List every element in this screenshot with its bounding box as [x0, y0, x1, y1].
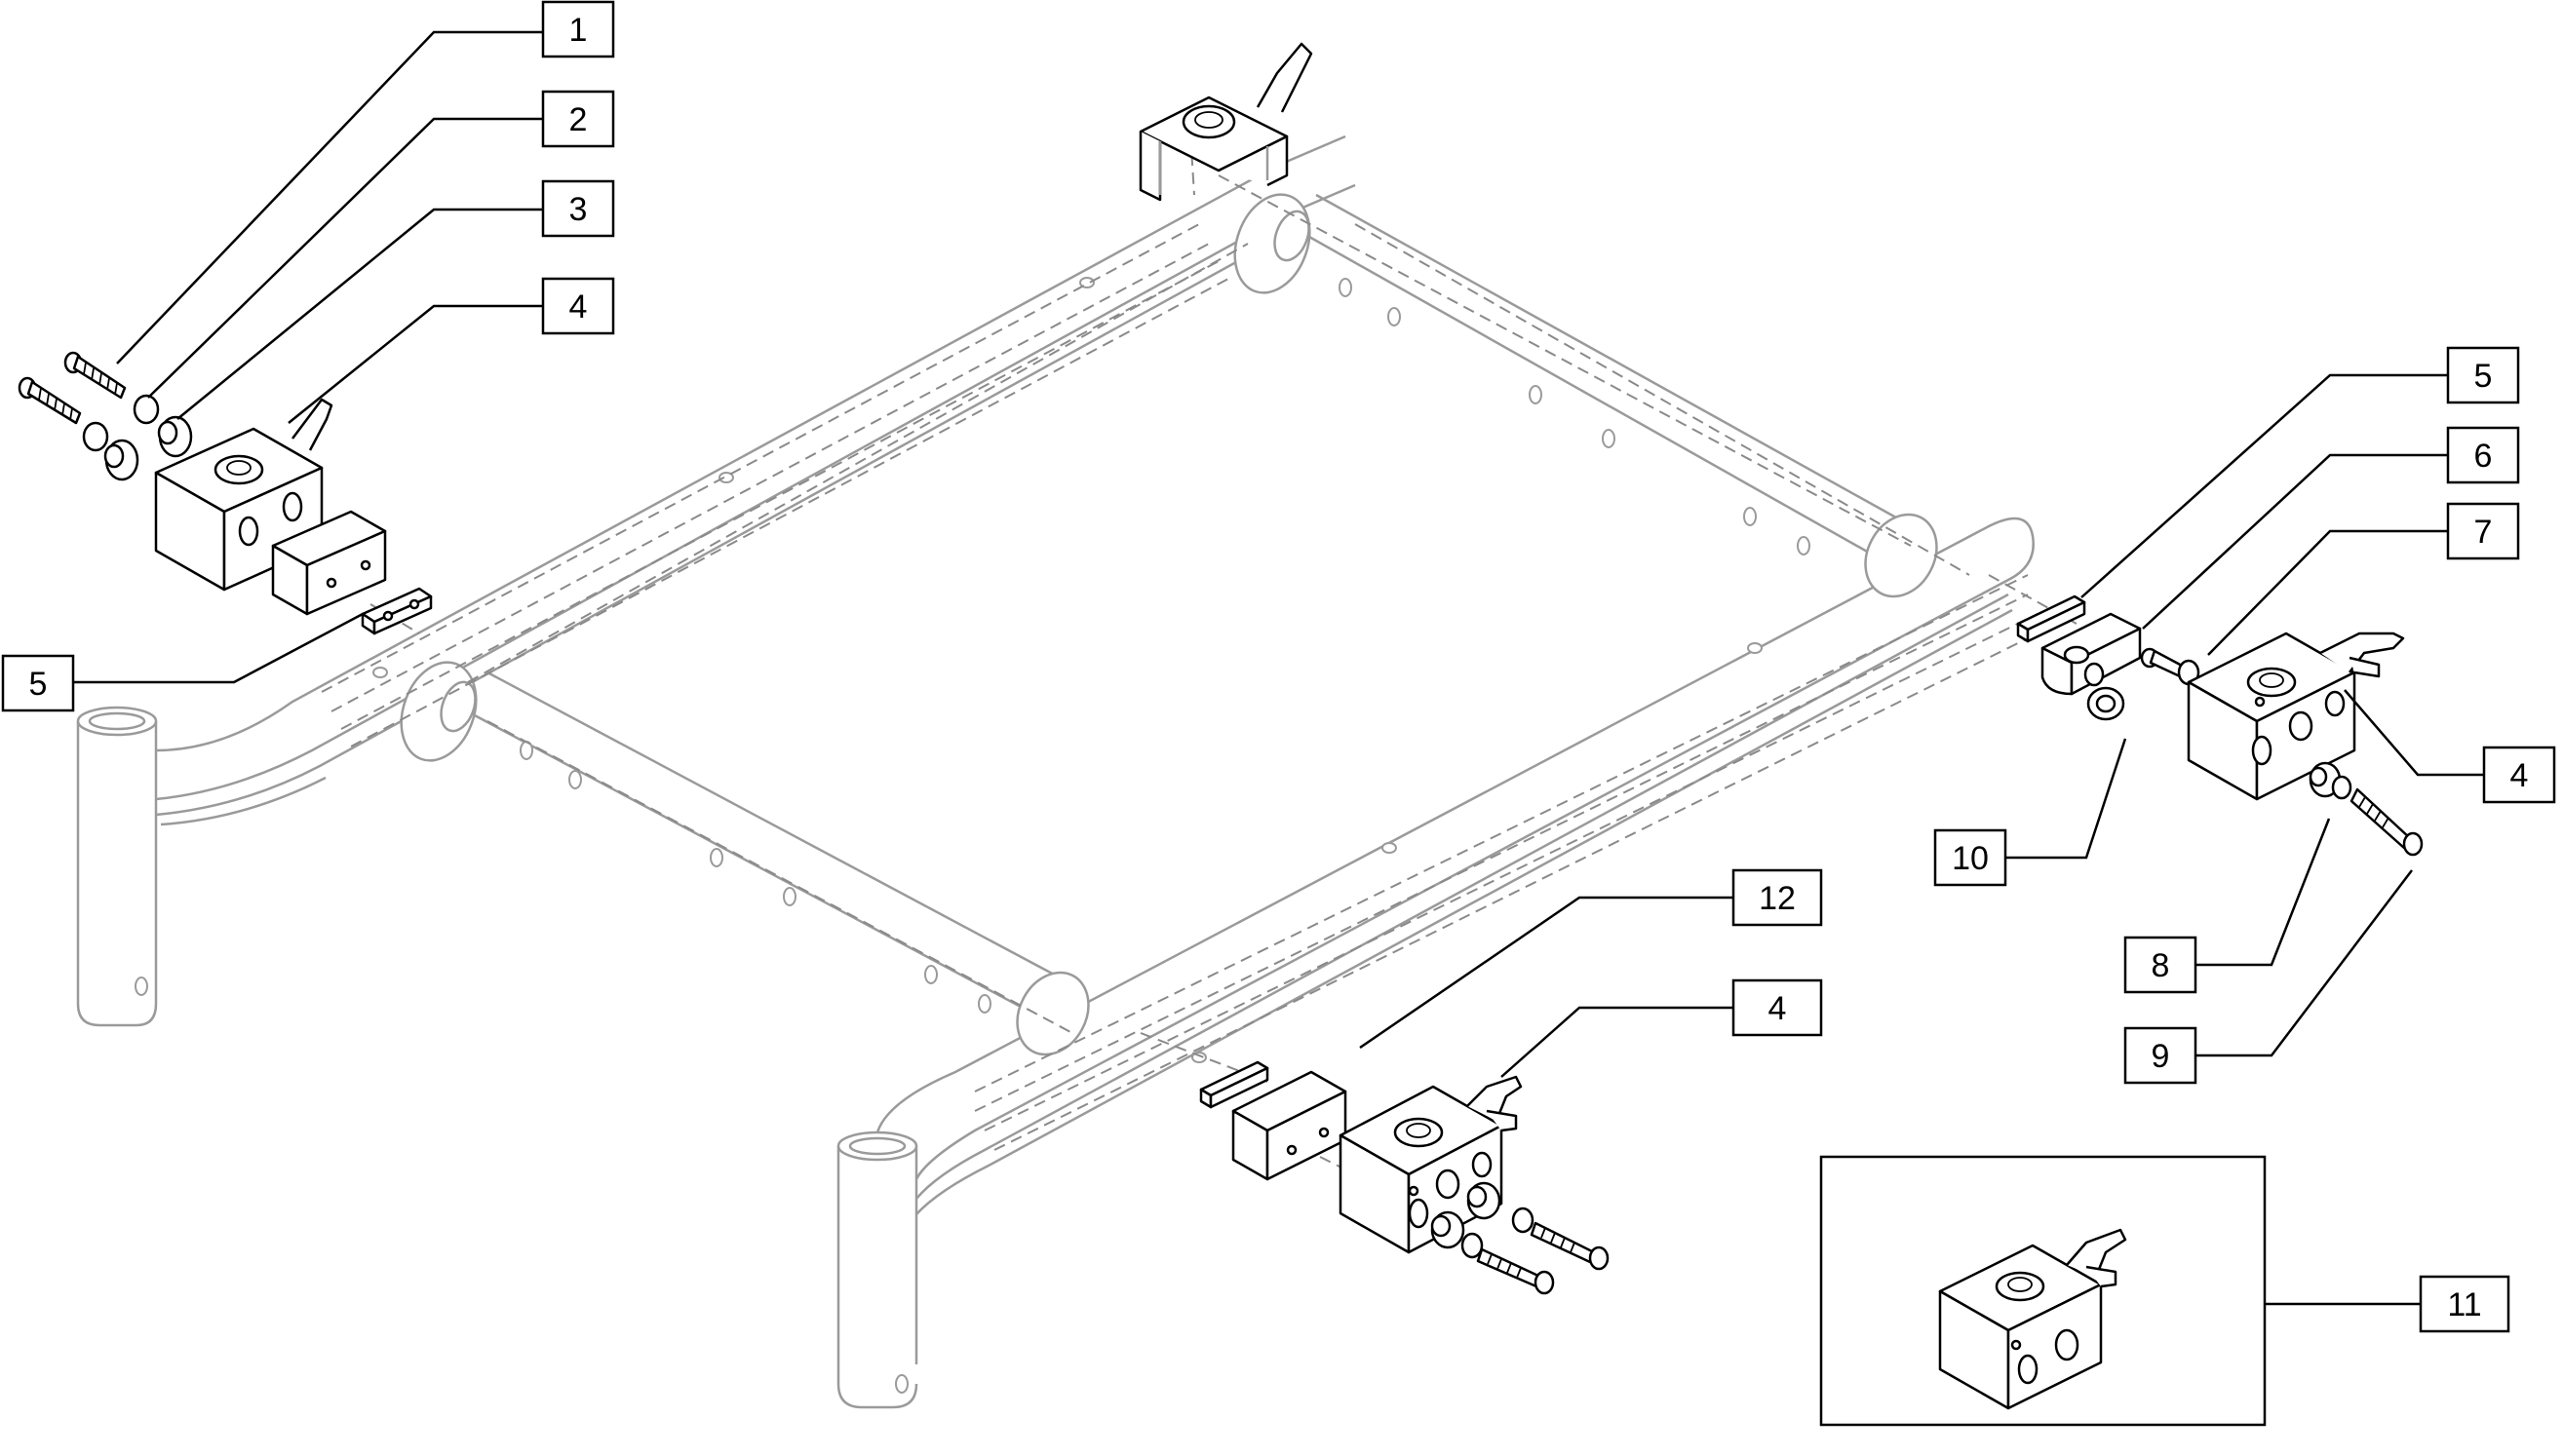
clamp-block-4b	[2187, 632, 2405, 801]
callout-7: 7	[2446, 502, 2520, 560]
callout-9-label: 9	[2152, 1038, 2170, 1075]
leader-4b	[2344, 689, 2484, 777]
screw-lower-a	[1476, 1247, 1555, 1295]
plate-5b	[2016, 594, 2086, 643]
callout-4a-label: 4	[569, 288, 588, 326]
leader-9	[2195, 869, 2413, 1057]
callout-5b-label: 5	[2474, 358, 2493, 395]
insert-lower	[1231, 1070, 1347, 1181]
upper-left-clamp-assembly	[18, 351, 433, 635]
lower-clamp-assembly	[1199, 1060, 1610, 1295]
callout-2: 2	[541, 90, 615, 148]
leader-2	[147, 117, 543, 399]
plate-5a	[361, 587, 433, 635]
washer-lower-b	[1511, 1207, 1534, 1234]
inset-clamp-block	[1938, 1228, 2127, 1410]
rear-clamp-block	[1139, 42, 1313, 202]
callout-6: 6	[2446, 426, 2520, 484]
washer-2a	[133, 394, 160, 425]
screw-1a	[63, 351, 127, 400]
callouts: 1 2 3 4 5 5 6 7	[1, 0, 2556, 1333]
insert-6	[2040, 612, 2142, 696]
callout-8: 8	[2123, 936, 2197, 994]
inset-panel	[1819, 1155, 2267, 1427]
assembly-lines	[272, 116, 2078, 1170]
leader-7	[2207, 529, 2448, 656]
screw-9	[2349, 787, 2424, 857]
spacer-lower-b	[1466, 1181, 1501, 1220]
clamp-block-4c	[1339, 1075, 1523, 1254]
screw-lower-b	[1530, 1221, 1610, 1271]
washer-lower-a	[1460, 1232, 1484, 1259]
leader-5b	[2080, 373, 2448, 598]
right-clamp-assembly	[2016, 594, 2424, 857]
leader-lines	[73, 30, 2484, 1306]
callout-5a-label: 5	[29, 666, 48, 703]
clamp-block-4a	[154, 398, 333, 592]
callout-4a: 4	[541, 277, 615, 335]
callout-2-label: 2	[569, 101, 588, 138]
callout-3-label: 3	[569, 191, 588, 228]
callout-6-label: 6	[2474, 438, 2493, 475]
washer-10	[2086, 686, 2125, 721]
callout-7-label: 7	[2474, 514, 2493, 551]
insert-block	[271, 510, 387, 616]
leader-10	[2005, 738, 2127, 860]
callout-5a: 5	[1, 654, 75, 712]
frame-holes	[372, 277, 1810, 1063]
leader-12	[1359, 896, 1733, 1050]
spacer-3a	[157, 415, 193, 458]
leader-5a	[73, 612, 364, 684]
callout-1: 1	[541, 0, 615, 58]
chair-frame	[76, 134, 2035, 1409]
callout-4c-label: 4	[1768, 990, 1787, 1027]
callout-4b-label: 4	[2510, 757, 2529, 794]
callout-3: 3	[541, 179, 615, 238]
washer-2b	[82, 421, 109, 452]
callout-10: 10	[1933, 828, 2007, 887]
callout-4c: 4	[1731, 978, 1823, 1037]
spacer-lower-a	[1430, 1210, 1465, 1249]
spacer-3b	[103, 439, 139, 481]
callout-8-label: 8	[2152, 947, 2170, 984]
plate-12	[1199, 1060, 1269, 1109]
screw-1b	[18, 376, 82, 425]
leader-6	[2142, 453, 2448, 630]
callout-12-label: 12	[1759, 880, 1796, 917]
callout-10-label: 10	[1952, 840, 1989, 877]
leader-4c	[1500, 1006, 1733, 1078]
setscrew-7	[2140, 647, 2200, 686]
leader-8	[2195, 818, 2331, 967]
callout-11-label: 11	[2447, 1286, 2481, 1323]
leader-3	[176, 208, 543, 420]
washer-2c	[2331, 775, 2352, 800]
callout-12: 12	[1731, 868, 1823, 927]
callout-4b: 4	[2482, 746, 2556, 804]
callout-9: 9	[2123, 1026, 2197, 1085]
callout-5b: 5	[2446, 346, 2520, 404]
leader-1	[116, 30, 543, 364]
callout-11: 11	[2419, 1275, 2510, 1333]
callout-1-label: 1	[569, 12, 588, 49]
leader-4a	[288, 304, 543, 424]
